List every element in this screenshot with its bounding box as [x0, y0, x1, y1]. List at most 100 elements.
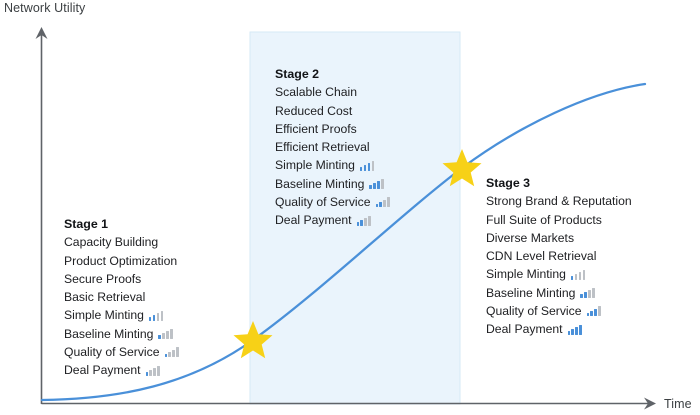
stage-item-label: Strong Brand & Reputation [486, 194, 632, 209]
signal-bar-1 [158, 335, 161, 339]
signal-bar-1 [567, 331, 570, 335]
stage-item-label: Basic Retrieval [64, 290, 146, 305]
stage-item-row: Basic Retrieval [64, 288, 179, 306]
stage-item-row: Diverse Markets [486, 229, 632, 247]
signal-bar-4 [592, 287, 595, 298]
stage-item-row: Deal Payment [64, 361, 179, 379]
stage-item-row: CDN Level Retrieval [486, 247, 632, 265]
signal-bars-icon [158, 328, 173, 339]
stage-item-label: Efficient Proofs [275, 121, 357, 136]
signal-bars-icon [148, 310, 163, 321]
stage-item-row: Deal Payment [486, 320, 632, 338]
signal-bar-3 [578, 272, 582, 280]
stage-item-row: Baseline Minting [486, 284, 632, 302]
stage-item-label: Diverse Markets [486, 230, 575, 245]
signal-bar-4 [157, 365, 160, 376]
signal-bar-4 [160, 310, 163, 321]
stage-item-label: Simple Minting [275, 158, 355, 173]
stage-item-row: Secure Proofs [64, 270, 179, 288]
signal-bar-3 [367, 163, 371, 171]
signal-bars-icon [375, 197, 390, 208]
signal-bar-2 [168, 351, 171, 358]
stage-item-label: Quality of Service [64, 345, 160, 360]
stage-item-label: Full Suite of Products [486, 212, 602, 227]
signal-bar-3 [153, 368, 156, 376]
x-axis-arrow-icon [644, 397, 656, 410]
stage-item-label: Baseline Minting [64, 326, 154, 341]
signal-bar-4 [368, 215, 371, 226]
stage-item-row: Simple Minting [64, 306, 179, 324]
stage-item-row: Product Optimization [64, 252, 179, 270]
signal-bar-1 [356, 222, 359, 226]
stage-item-label: Reduced Cost [275, 103, 353, 118]
signal-bar-4 [582, 269, 585, 280]
signal-bar-2 [379, 201, 382, 208]
signal-bar-2 [584, 292, 587, 298]
y-axis-arrow-icon [35, 27, 48, 39]
signal-bar-3 [588, 290, 591, 298]
stage-item-label: CDN Level Retrieval [486, 249, 597, 264]
stage-item-label: Secure Proofs [64, 271, 142, 286]
stage-1-to-2-star-icon [233, 321, 273, 359]
signal-bar-3 [172, 349, 175, 358]
signal-bar-1 [586, 312, 589, 317]
stage-item-row: Quality of Service [486, 302, 632, 320]
stage-item-label: Quality of Service [275, 195, 371, 210]
signal-bars-icon [586, 306, 601, 317]
stage-item-row: Scalable Chain [275, 83, 390, 101]
stage-item-label: Capacity Building [64, 235, 159, 250]
signal-bar-4 [170, 328, 173, 339]
signal-bar-3 [166, 331, 169, 339]
stage-item-label: Simple Minting [486, 267, 566, 282]
stage-item-label: Efficient Retrieval [275, 140, 370, 155]
stage-item-row: Quality of Service [275, 193, 390, 211]
signal-bar-3 [383, 199, 386, 208]
signal-bar-4 [387, 197, 390, 208]
stage-2-highlight-band [249, 31, 461, 405]
stage-item-row: Capacity Building [64, 233, 179, 251]
signal-bar-4 [371, 160, 374, 171]
stage-item-label: Product Optimization [64, 253, 178, 268]
signal-bar-3 [594, 308, 597, 317]
stage-item-row: Simple Minting [275, 156, 390, 174]
stage-item-row: Quality of Service [64, 343, 179, 361]
signal-bar-4 [579, 324, 582, 335]
stage-item-label: Deal Payment [64, 363, 141, 378]
signal-bars-icon [356, 215, 371, 226]
signal-bars-icon [359, 160, 374, 171]
signal-bar-1 [359, 167, 363, 171]
signal-bar-4 [598, 306, 601, 317]
signal-bar-3 [156, 313, 160, 321]
x-axis-label: Time [664, 397, 692, 411]
stage-2-to-3-star-icon [442, 149, 482, 187]
stage-3-title: Stage 3 [486, 176, 531, 190]
stage-item-label: Quality of Service [486, 304, 582, 319]
stage-item-row: Baseline Minting [64, 325, 179, 343]
signal-bars-icon [369, 178, 384, 189]
network-utility-curve [40, 82, 647, 402]
signal-bar-2 [571, 329, 574, 335]
stage-item-label: Deal Payment [275, 213, 352, 228]
signal-bar-2 [574, 274, 578, 280]
signal-bar-2 [363, 165, 367, 171]
signal-bar-2 [360, 220, 363, 226]
stage-item-row: Reduced Cost [275, 102, 390, 120]
stage-item-row: Strong Brand & Reputation [486, 192, 632, 210]
stage-item-row: Efficient Retrieval [275, 138, 390, 156]
signal-bar-2 [590, 310, 593, 317]
signal-bar-1 [580, 294, 583, 298]
stage-item-label: Deal Payment [486, 322, 563, 337]
signal-bar-2 [149, 370, 152, 376]
signal-bar-2 [152, 315, 156, 321]
stage-2-title: Stage 2 [275, 67, 320, 81]
stage-item-row: Deal Payment [275, 211, 390, 229]
stage-item-row: Efficient Proofs [275, 120, 390, 138]
signal-bar-2 [373, 183, 376, 189]
signal-bar-1 [375, 203, 378, 208]
